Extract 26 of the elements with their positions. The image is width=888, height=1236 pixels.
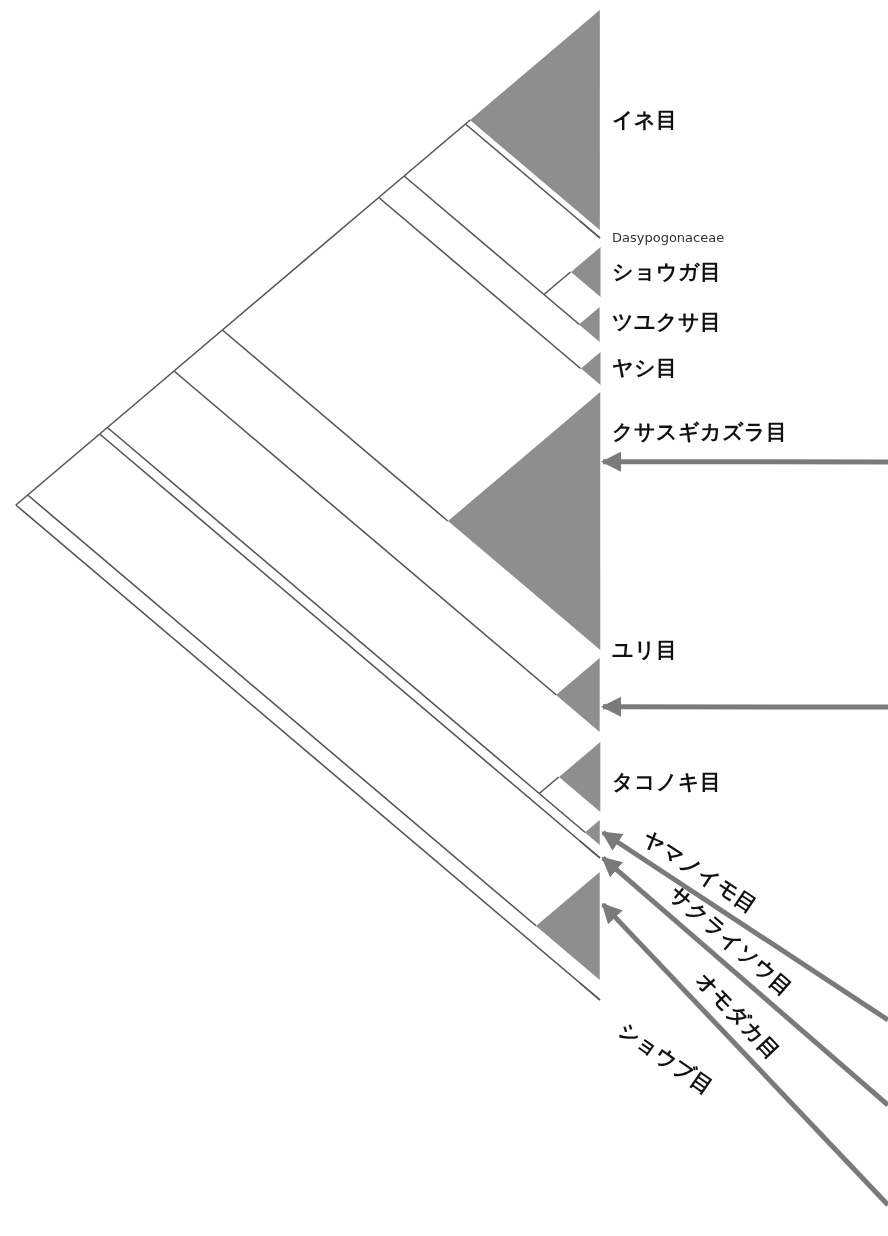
clade-triangle (556, 658, 600, 732)
branch-tip (580, 983, 600, 1000)
arrow (601, 451, 888, 472)
branch-tip (580, 841, 600, 858)
taxon-label: ショウブ目 (613, 1017, 717, 1099)
clade-triangle (585, 820, 600, 845)
taxon-label: Dasypogonaceae (612, 231, 725, 246)
clade-triangle (580, 352, 600, 385)
arrow (601, 830, 888, 1023)
clade-triangle (470, 10, 600, 230)
taxon-label: クサスギカズラ目 (612, 420, 787, 444)
taxon-label: タコノキ目 (612, 770, 721, 794)
arrow (601, 696, 888, 717)
clade-triangle (579, 307, 600, 342)
clade-triangle (558, 742, 600, 812)
branch-tip (580, 221, 600, 238)
taxon-label: ユリ目 (612, 638, 677, 662)
taxon-label: イネ目 (612, 108, 677, 132)
clade-triangle (447, 392, 600, 650)
taxon-label: ツユクサ目 (612, 310, 721, 334)
taxon-label: ショウガ目 (612, 260, 721, 284)
arrow (601, 856, 888, 1107)
arrow (601, 902, 888, 1207)
clade-triangle (536, 872, 600, 980)
taxon-label: ヤシ目 (612, 356, 677, 380)
clade-triangle (570, 247, 600, 297)
